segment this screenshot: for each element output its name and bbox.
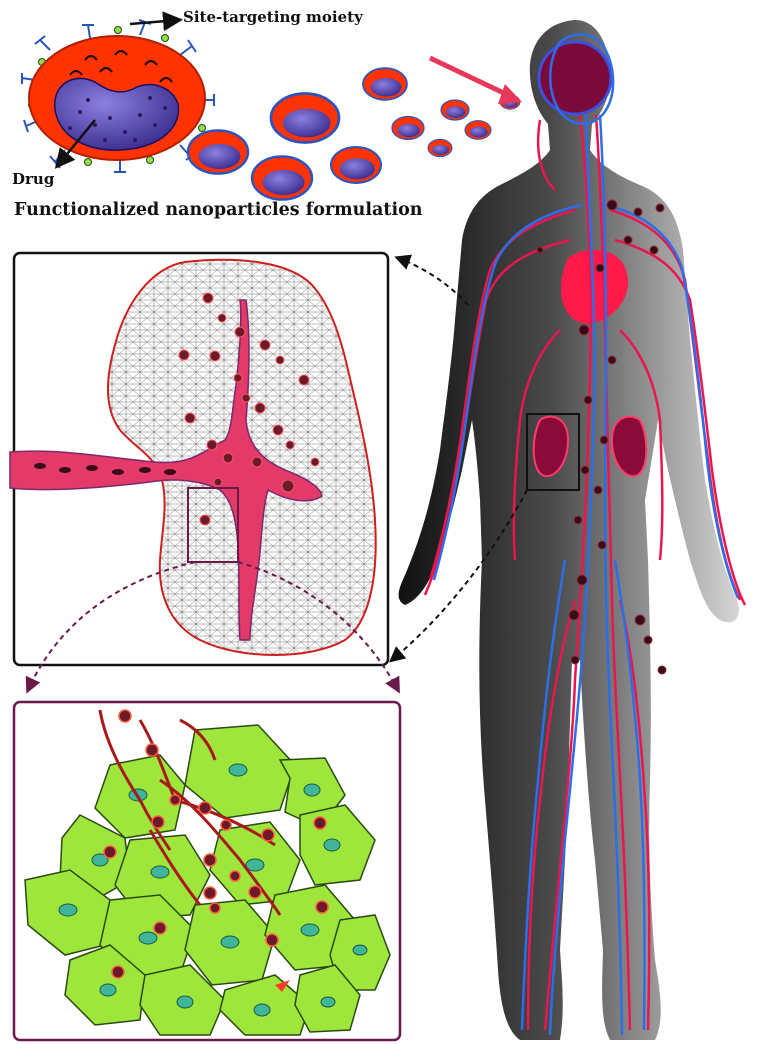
- arrow-icon: [130, 20, 178, 24]
- nanoparticle-group: [22, 20, 522, 200]
- arrow-icon: [430, 58, 510, 96]
- large-nanoparticle: [22, 20, 214, 172]
- site-targeting-label: Site-targeting moiety: [183, 8, 363, 26]
- human-body: [399, 20, 745, 1040]
- kidney-panel: [10, 253, 388, 665]
- drug-label: Drug: [12, 170, 54, 188]
- formulation-title: Functionalized nanoparticles formulation: [14, 200, 423, 220]
- tissue-panel: [14, 702, 400, 1040]
- body-silhouette: [399, 20, 739, 1040]
- small-nanoparticles: [188, 68, 520, 199]
